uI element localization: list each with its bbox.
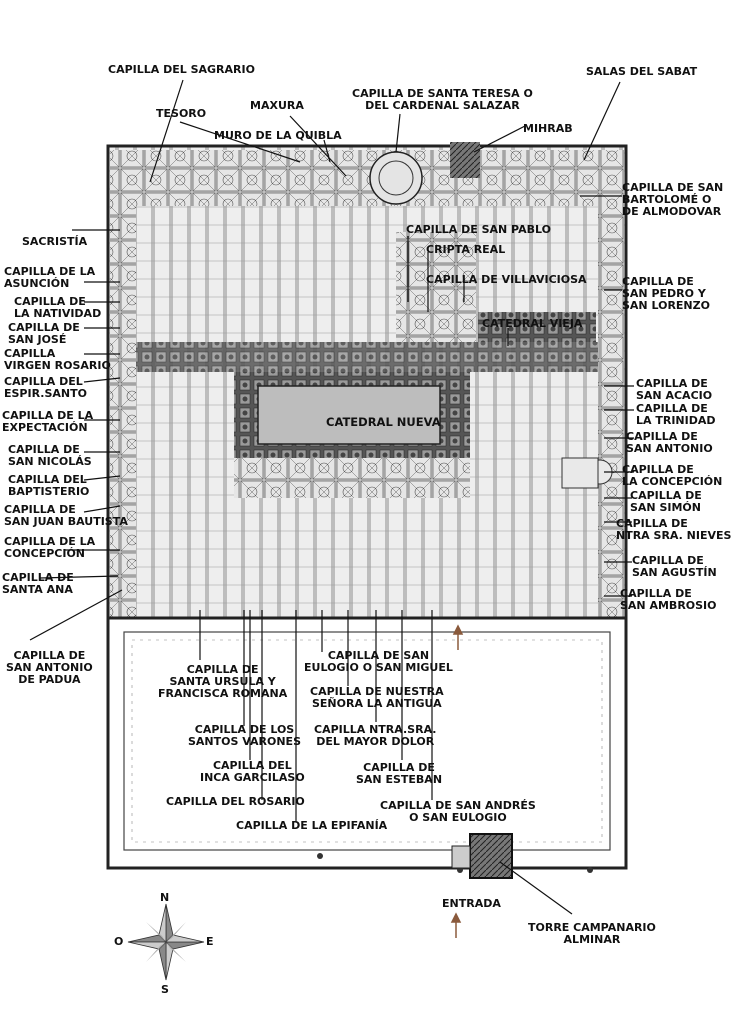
- label-espir-santo: CAPILLA DEL ESPIR.SANTO: [4, 375, 87, 400]
- compass-north-label: N: [160, 891, 170, 904]
- label-catedral-nueva: CATEDRAL NUEVA: [326, 415, 441, 429]
- compass-south-label: S: [161, 983, 169, 996]
- label-san-antonio: CAPILLA DE SAN ANTONIO: [626, 430, 713, 455]
- label-san-esteban: CAPILLA DE SAN ESTEBAN: [356, 761, 443, 786]
- label-san-jose: CAPILLA DE SAN JOSÉ: [8, 321, 80, 346]
- label-santa-ana: CAPILLA DE SANTA ANA: [2, 571, 74, 596]
- label-santos-varones: CAPILLA DE LOS SANTOS VARONES: [188, 723, 301, 748]
- label-san-agustin: CAPILLA DE SAN AGUSTÍN: [632, 554, 717, 579]
- label-nieves: CAPILLA DE NTRA SRA. NIEVES: [616, 517, 732, 542]
- label-rosario: CAPILLA DEL ROSARIO: [166, 795, 305, 808]
- label-garcilaso: CAPILLA DEL INCA GARCILASO: [200, 759, 305, 784]
- torre-campanario-block: [469, 833, 513, 879]
- label-antigua: CAPILLA DE NUESTRA SEÑORA LA ANTIGUA: [310, 685, 444, 710]
- label-asuncion: CAPILLA DE LA ASUNCIÓN: [4, 265, 96, 290]
- patio-de-los-naranjos: [106, 616, 628, 873]
- label-santa-ursula: CAPILLA DE SANTA URSULA Y FRANCISCA ROMA…: [158, 663, 288, 700]
- label-maxura: MAXURA: [250, 99, 304, 112]
- label-santa-teresa: CAPILLA DE SANTA TERESA O DEL CARDENAL S…: [352, 87, 533, 112]
- label-torre: TORRE CAMPANARIO ALMINAR: [528, 921, 656, 946]
- label-san-antonio-padua: CAPILLA DE SAN ANTONIO DE PADUA: [6, 649, 93, 686]
- compass-rose: [127, 903, 205, 981]
- leader-lines: [29, 79, 634, 915]
- label-catedral-vieja: CATEDRAL VIEJA: [482, 317, 583, 330]
- label-san-acacio: CAPILLA DE SAN ACACIO: [636, 377, 713, 402]
- label-san-bartolome: CAPILLA DE SAN BARTOLOMÉ O DE ALMODOVAR: [622, 181, 724, 218]
- label-san-ambrosio: CAPILLA DE SAN AMBROSIO: [620, 587, 717, 612]
- label-salas-sabat: SALAS DEL SABAT: [586, 65, 698, 78]
- label-sacristia: SACRISTÍA: [22, 235, 88, 248]
- prayer-hall: [106, 142, 628, 624]
- label-natividad: CAPILLA DE LA NATIVIDAD: [14, 295, 102, 320]
- label-villaviciosa: CAPILLA DE VILLAVICIOSA: [426, 273, 587, 286]
- compass-west-label: O: [114, 935, 124, 948]
- label-mihrab: MIHRAB: [523, 122, 573, 135]
- label-concepcion-east: CAPILLA DE LA CONCEPCIÓN: [622, 463, 723, 488]
- label-san-nicolas: CAPILLA DE SAN NICOLÁS: [8, 443, 92, 468]
- label-san-simon: CAPILLA DE SAN SIMÓN: [630, 489, 702, 514]
- label-san-pedro: CAPILLA DE SAN PEDRO Y SAN LORENZO: [622, 275, 710, 312]
- label-san-pablo: CAPILLA DE SAN PABLO: [406, 223, 551, 236]
- label-san-eulogio-miguel: CAPILLA DE SAN EULOGIO O SAN MIGUEL: [304, 649, 453, 674]
- label-virgen-rosario: CAPILLA VIRGEN ROSARIO: [4, 347, 111, 372]
- label-capilla-sagrario: CAPILLA DEL SAGRARIO: [108, 63, 255, 76]
- label-baptisterio: CAPILLA DEL BAPTISTERIO: [8, 473, 90, 498]
- label-cripta-real: CRIPTA REAL: [426, 243, 506, 256]
- compass-east-label: E: [206, 935, 214, 948]
- label-muro-quibla: MURO DE LA QUIBLA: [214, 129, 342, 142]
- label-trinidad: CAPILLA DE LA TRINIDAD: [636, 402, 716, 427]
- label-san-andres: CAPILLA DE SAN ANDRÉS O SAN EULOGIO: [380, 799, 536, 824]
- label-expectacion: CAPILLA DE LA EXPECTACIÓN: [2, 409, 94, 434]
- label-entrada: ENTRADA: [442, 897, 501, 910]
- label-concepcion-west: CAPILLA DE LA CONCEPCIÓN: [4, 535, 96, 560]
- label-san-juan-bautista: CAPILLA DE SAN JUAN BAUTISTA: [4, 503, 128, 528]
- label-mayor-dolor: CAPILLA NTRA.SRA. DEL MAYOR DOLOR: [314, 723, 437, 748]
- label-epifania: CAPILLA DE LA EPIFANÍA: [236, 819, 388, 832]
- entrance-arrows: [450, 624, 464, 938]
- label-tesoro: TESORO: [156, 107, 207, 120]
